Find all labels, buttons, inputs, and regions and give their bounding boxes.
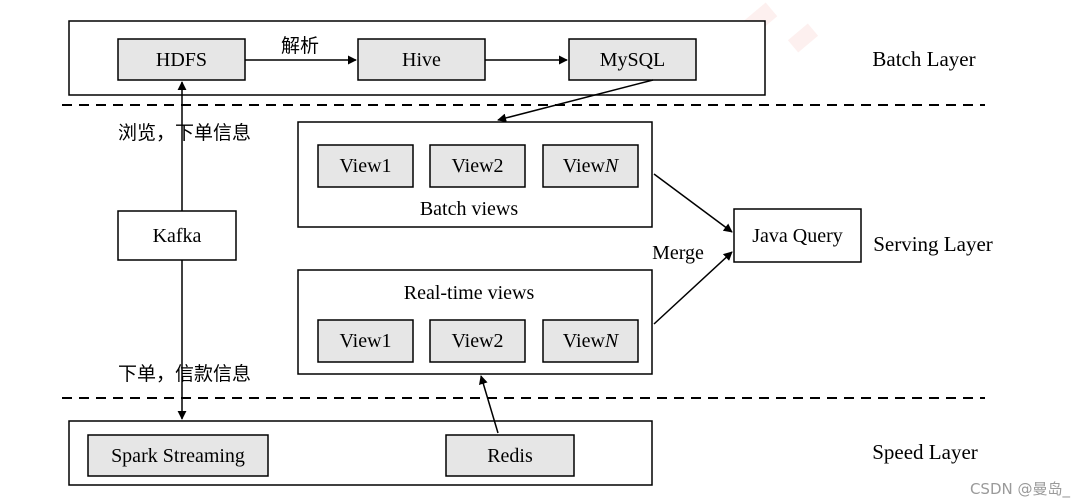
redis-to-realtime-views-arrow bbox=[479, 375, 499, 434]
realtime-views-title: Real-time views bbox=[404, 282, 535, 304]
redis-label: Redis bbox=[487, 445, 533, 467]
realtime-view2-label: View2 bbox=[451, 330, 503, 352]
batch-views-title: Batch views bbox=[420, 198, 519, 220]
realtime-view2-node bbox=[429, 319, 526, 363]
batch-view2-label: View2 bbox=[451, 155, 503, 177]
speed-layer-title: Speed Layer bbox=[872, 440, 978, 464]
batch-view1-node bbox=[317, 144, 414, 188]
merge-label: Merge bbox=[652, 242, 704, 264]
hdfs-node bbox=[117, 38, 246, 81]
batch-view1-label: View1 bbox=[339, 155, 391, 177]
mysql-to-batch-views-arrow bbox=[497, 79, 654, 123]
csdn-watermark: CSDN @曼岛_ bbox=[970, 480, 1071, 499]
batch-view2-node bbox=[429, 144, 526, 188]
kafka-node bbox=[117, 210, 237, 261]
java-query-node bbox=[733, 208, 862, 263]
realtime-view1-label: View1 bbox=[339, 330, 391, 352]
java-query-label: Java Query bbox=[752, 225, 843, 247]
mysql-node bbox=[568, 38, 697, 81]
mysql-label: MySQL bbox=[600, 49, 666, 71]
batch-viewN-node bbox=[542, 144, 639, 188]
hdfs-label: HDFS bbox=[156, 49, 207, 71]
hive-label: Hive bbox=[402, 49, 441, 71]
kafka-label: Kafka bbox=[153, 225, 202, 247]
realtime-views-to-query-arrow bbox=[653, 251, 733, 325]
parse-label: 解析 bbox=[281, 35, 319, 57]
lower-edge-label: 下单，信款信息 bbox=[118, 363, 251, 385]
serving-layer-title: Serving Layer bbox=[873, 232, 993, 256]
redis-node bbox=[445, 434, 575, 477]
spark-streaming-label: Spark Streaming bbox=[111, 445, 245, 467]
realtime-viewN-label: ViewN bbox=[563, 330, 620, 352]
batch-viewN-label: ViewN bbox=[563, 155, 620, 177]
realtime-view1-node bbox=[317, 319, 414, 363]
upper-edge-label: 浏览，下单信息 bbox=[118, 122, 251, 144]
batch-layer-title: Batch Layer bbox=[872, 47, 975, 71]
realtime-viewN-node bbox=[542, 319, 639, 363]
spark-streaming-node bbox=[87, 434, 269, 477]
batch-views-to-query-arrow bbox=[653, 173, 733, 233]
